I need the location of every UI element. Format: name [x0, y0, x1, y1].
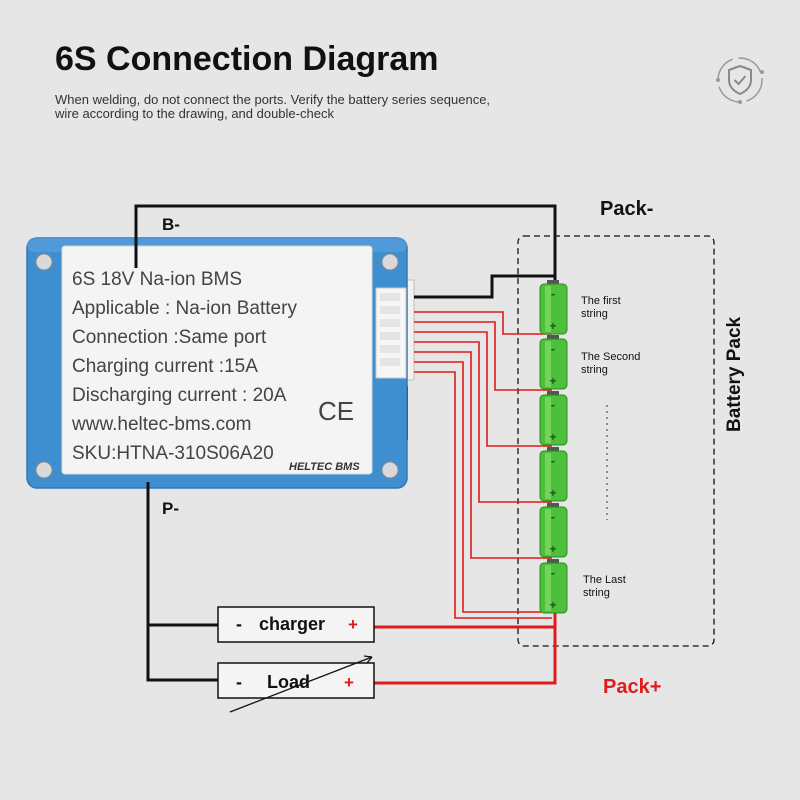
- cell-plus: +: [549, 319, 556, 333]
- subtitle-line-1: When welding, do not connect the ports. …: [55, 92, 491, 107]
- bms-board: [26, 237, 415, 489]
- black-wires: [134, 204, 557, 682]
- string-last-label: The Last: [583, 574, 626, 586]
- bms-website: www.heltec-bms.com: [71, 414, 252, 435]
- battery-cell-5: - +: [539, 503, 568, 558]
- string-second-label: The Second: [581, 351, 640, 363]
- cell-minus: -: [551, 341, 555, 356]
- charger-box: - charger +: [217, 606, 375, 643]
- ce-mark: CE: [318, 396, 354, 426]
- load-box: - Load +: [217, 655, 375, 713]
- battery-pack-boundary: [517, 235, 715, 647]
- cell-plus: +: [549, 598, 556, 612]
- bms-model: 6S 18V Na-ion BMS: [72, 269, 242, 290]
- pack-plus-label: Pack+: [603, 676, 661, 698]
- battery-cell-2: - +: [539, 335, 568, 390]
- cell-plus: +: [549, 542, 556, 556]
- cell-minus: -: [551, 453, 555, 468]
- bms-charging-current: Charging current :15A: [72, 356, 258, 377]
- charger-label: charger: [259, 614, 325, 634]
- string-labels: The first string The Second string The L…: [581, 295, 640, 599]
- string-first-label: The first: [581, 295, 621, 307]
- cell-minus: -: [551, 397, 555, 412]
- string-first-label-2: string: [581, 308, 608, 320]
- subtitle-line-2: wire according to the drawing, and doubl…: [55, 106, 334, 121]
- bms-connection: Connection :Same port: [72, 327, 267, 348]
- cell-plus: +: [549, 430, 556, 444]
- red-main-wires: [374, 612, 557, 685]
- page-title: 6S Connection Diagram: [55, 40, 439, 78]
- load-minus: -: [236, 672, 242, 692]
- charger-plus: +: [348, 615, 358, 634]
- load-label: Load: [267, 672, 310, 692]
- b-minus-label: B-: [162, 215, 180, 234]
- pack-minus-label: Pack-: [600, 198, 653, 220]
- heltec-logo: HELTEC BMS: [289, 461, 360, 473]
- cell-minus: -: [551, 565, 555, 580]
- bms-label-text: 6S 18V Na-ion BMS Applicable : Na-ion Ba…: [71, 269, 297, 464]
- cell-minus: -: [551, 509, 555, 524]
- cell-minus: -: [551, 286, 555, 301]
- battery-pack-label: Battery Pack: [724, 316, 745, 432]
- battery-cell-4: - +: [539, 447, 568, 502]
- string-second-label-2: string: [581, 364, 608, 376]
- bms-sku: SKU:HTNA-310S06A20: [72, 443, 274, 464]
- battery-cell-1: - +: [539, 280, 568, 335]
- p-minus-label: P-: [162, 499, 179, 518]
- battery-cell-3: - +: [539, 391, 568, 446]
- load-plus: +: [344, 673, 354, 692]
- battery-cells: - + - + - + - +: [539, 280, 568, 614]
- red-balance-wires: [414, 311, 552, 619]
- charger-minus: -: [236, 614, 242, 634]
- string-last-label-2: string: [583, 587, 610, 599]
- shield-check-icon: [716, 57, 764, 104]
- cell-plus: +: [549, 374, 556, 388]
- variable-load-arrow: [229, 656, 373, 713]
- battery-cell-6: - +: [539, 559, 568, 614]
- bms-applicable: Applicable : Na-ion Battery: [72, 298, 297, 319]
- cell-plus: +: [549, 486, 556, 500]
- bms-discharging-current: Discharging current : 20A: [72, 385, 287, 406]
